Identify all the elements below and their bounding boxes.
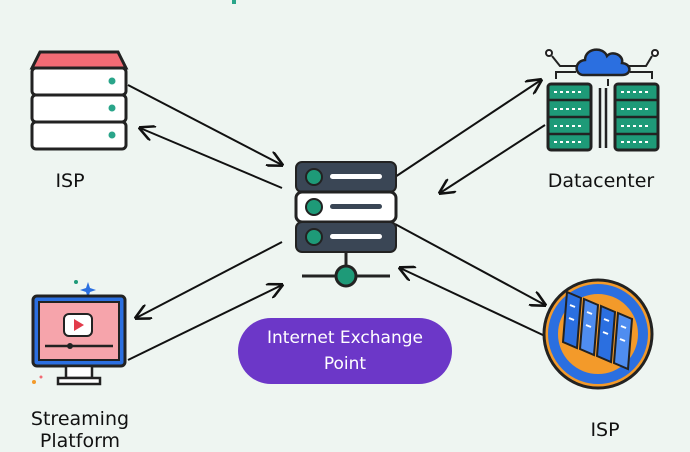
server-rack-icon [29,50,129,151]
connectors [127,80,546,361]
isp-right-label: ISP [590,419,620,441]
arrow-datacenter-to-ixp [440,124,546,193]
arrow-ixp-to-streaming [136,241,283,318]
datacenter-label: Datacenter [547,170,655,192]
arrow-ixp-to-isp-left [140,128,283,189]
arrow-isp-left-to-ixp [127,84,282,165]
isp-left-label: ISP [55,170,85,192]
top-mark [232,0,236,4]
arrow-ixp-to-isp-right [394,223,545,305]
arrow-streaming-to-ixp [127,285,282,361]
cloud-datacenter-icon [545,48,660,152]
streaming-platform-label: Streaming Platform [30,408,130,452]
globe-servers-icon [542,278,654,390]
arrow-ixp-to-datacenter [394,80,541,178]
arrow-isp-right-to-ixp [400,268,546,337]
monitor-play-icon [31,280,127,386]
exchange-server-icon [294,161,398,288]
internet-exchange-point-label: Internet Exchange Point [238,318,452,384]
